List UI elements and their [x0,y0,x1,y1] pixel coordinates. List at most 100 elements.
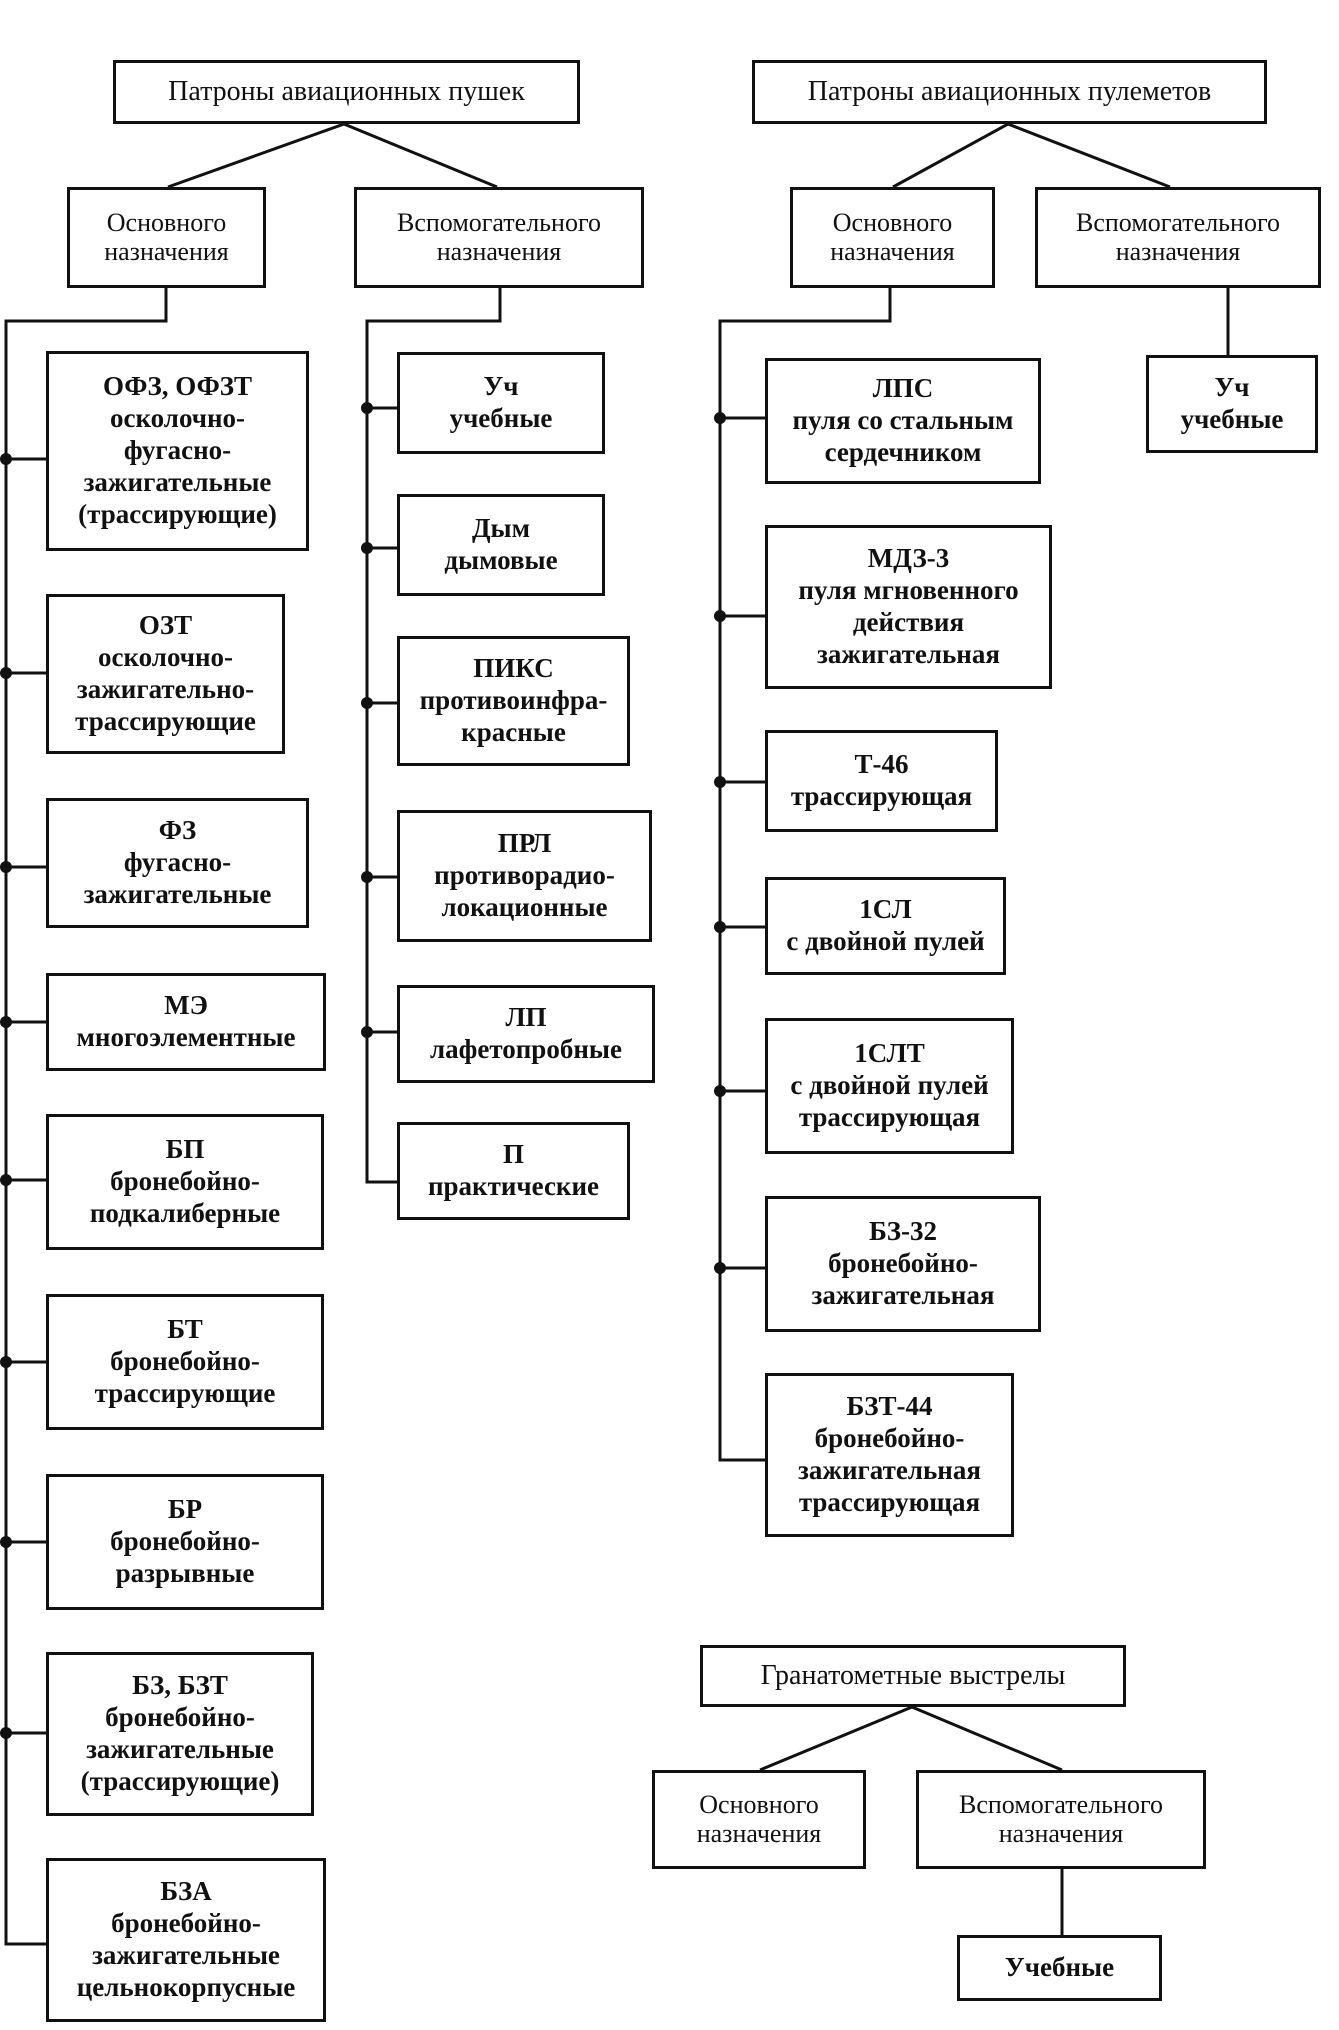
item-code: МЭ [164,990,208,1021]
item-desc: зажигательно- [76,674,255,704]
cannon-main-item: МЭ многоэлементные [46,973,326,1071]
item-code: БП [165,1134,205,1165]
mg-title: Патроны авиационных пулеметов [807,75,1212,107]
item-desc: зажигательные [86,1734,274,1764]
mg-title-box: Патроны авиационных пулеметов [752,60,1267,124]
item-desc: бронебойно- [828,1248,978,1279]
item-desc: сердечником [824,436,982,467]
item-desc: бронебойно- [110,1526,260,1557]
cannon-main-item: БП бронебойно- подкалиберные [46,1114,324,1250]
item-code: ОЗТ [138,610,193,641]
cannon-aux-item: Уч учебные [397,352,605,454]
item-code: БР [167,1494,203,1525]
item-code: 1СЛТ [854,1038,925,1069]
item-code: БЗ, БЗТ [132,1670,228,1701]
item-desc: бронебойно- [110,1166,260,1197]
item-desc: трассирующая [790,781,973,811]
item-desc: зажигательная [811,1279,995,1310]
item-desc: пуля со стальным [792,405,1014,436]
item-desc: трассирующие [75,705,256,736]
mg-aux-item: Уч учебные [1146,355,1318,453]
category-line-1: Вспомогательного [959,1789,1163,1819]
category-line-2: назначения [830,236,955,266]
item-desc: учебные [449,403,553,433]
item-desc: пуля мгновенного [798,575,1019,606]
item-code: 1СЛ [859,894,912,925]
grenade-aux-item: Учебные [957,1935,1162,2001]
cannon-title-box: Патроны авиационных пушек [113,60,580,124]
grenade-title-box: Гранатометные выстрелы [700,1645,1126,1707]
cannon-main-item: БЗ, БЗТ бронебойно- зажигательные (трасс… [46,1652,314,1816]
category-line-2: назначения [104,236,229,266]
item-desc: трассирующая [798,1486,981,1517]
item-desc: цельнокорпусные [76,1971,296,2002]
cannon-aux-item: ЛП лафетопробные [397,985,655,1083]
item-desc: противорадио- [434,860,615,891]
item-desc: бронебойно- [105,1702,255,1733]
grenade-main-category: Основного назначения [652,1770,866,1869]
category-line-1: Основного [832,207,953,237]
cannon-main-item: ОФЗ, ОФЗТ осколочно- фугасно- зажигатель… [46,351,309,551]
item-desc: зажигательные [92,1940,280,1970]
item-desc: (трассирующие) [78,498,277,529]
item-desc: бронебойно- [111,1908,261,1939]
cannon-main-category: Основного назначения [67,187,266,288]
item-desc: красные [461,716,566,747]
item-code: ПРЛ [497,828,552,859]
mg-main-item: БЗ-32 бронебойно- зажигательная [765,1196,1041,1332]
cannon-title: Патроны авиационных пушек [168,75,525,107]
item-desc: бронебойно- [814,1423,965,1454]
item-desc: фугасно- [123,435,232,466]
item-desc: действия [852,607,965,637]
item-code: МДЗ-3 [867,543,950,574]
cannon-aux-item: П практические [397,1122,630,1220]
item-code: ФЗ [158,815,197,846]
cannon-aux-item: Дым дымовые [397,494,605,596]
item-code: Учебные [1004,1952,1115,1983]
item-desc: подкалиберные [89,1197,281,1228]
item-code: ЛП [505,1002,547,1033]
cannon-aux-item: ПИКС противоинфра- красные [397,636,630,766]
item-code: ЛПС [872,373,934,404]
item-desc: разрывные [115,1557,255,1588]
cannon-main-item: БР бронебойно- разрывные [46,1474,324,1610]
item-desc: зажигательные [83,466,272,497]
item-code: БЗ-32 [868,1216,938,1247]
item-code: БТ [167,1314,203,1345]
item-desc: (трассирующие) [80,1765,280,1796]
cannon-main-item: БТ бронебойно- трассирующие [46,1294,324,1430]
mg-main-item: ЛПС пуля со стальным сердечником [765,358,1041,484]
item-desc: зажигательная [817,638,1000,669]
item-desc: фугасно- [123,847,232,878]
item-code: Т-46 [854,749,909,780]
item-code: Уч [483,371,519,402]
mg-main-item: 1СЛТ с двойной пулей трассирующая [765,1018,1014,1154]
category-line-2: назначения [696,1818,822,1848]
item-desc: дымовые [444,545,558,575]
item-code: П [502,1139,524,1170]
category-line-1: Вспомогательного [397,207,601,237]
item-code: Уч [1214,372,1250,403]
item-desc: многоэлементные [76,1022,296,1052]
cannon-aux-item: ПРЛ противорадио- локационные [397,810,652,942]
grenade-aux-category: Вспомогательного назначения [916,1770,1206,1869]
mg-main-category: Основного назначения [790,187,995,288]
item-desc: лафетопробные [430,1034,622,1064]
category-line-2: назначения [436,236,562,266]
item-code: БЗТ-44 [846,1391,933,1422]
cannon-main-item: ОЗТ осколочно- зажигательно- трассирующи… [46,594,285,754]
category-line-2: назначения [1115,236,1241,266]
category-line-1: Основного [106,207,227,237]
item-desc: учебные [1180,404,1284,434]
category-line-2: назначения [998,1818,1124,1848]
item-desc: противоинфра- [419,685,608,716]
item-desc: осколочно- [109,403,246,434]
item-desc: зажигательная [798,1455,981,1485]
cannon-aux-category: Вспомогательного назначения [354,187,644,288]
mg-main-item: МДЗ-3 пуля мгновенного действия зажигате… [765,525,1052,689]
category-line-1: Основного [699,1789,819,1819]
item-code: Дым [471,513,531,544]
item-desc: бронебойно- [110,1346,260,1377]
